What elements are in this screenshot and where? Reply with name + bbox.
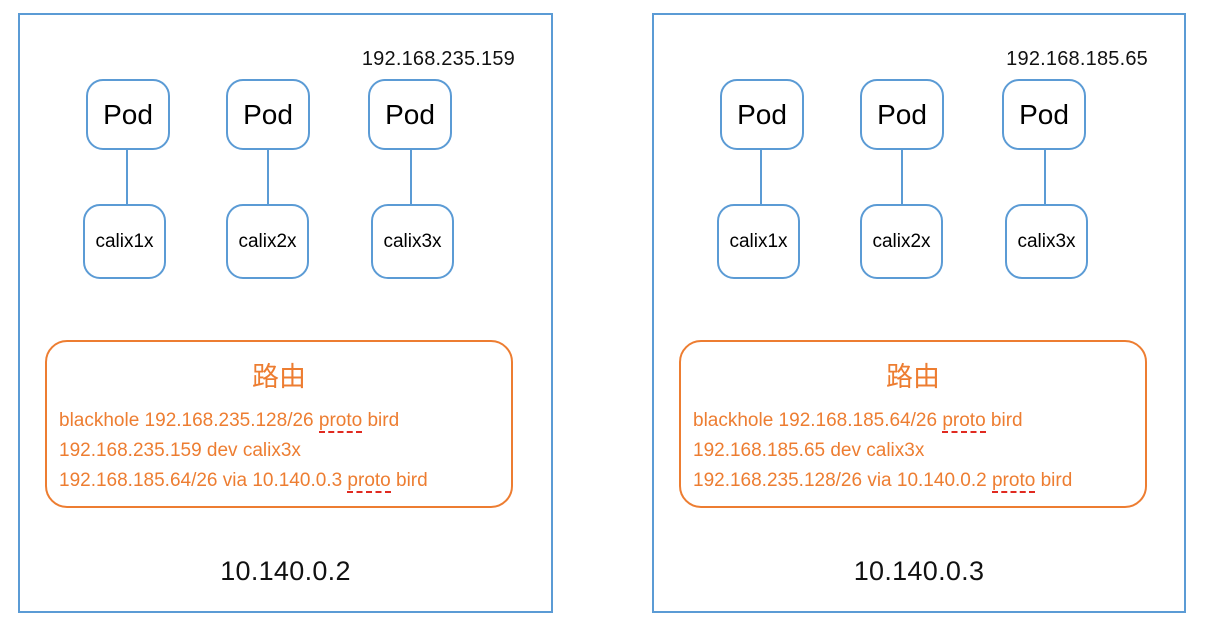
pod-ip-label: 192.168.235.159 xyxy=(361,48,515,70)
calico-interface-box: calix3x xyxy=(1005,204,1088,279)
pod-interface-connector xyxy=(267,150,269,205)
route-entry: 192.168.185.64/26 via 10.140.0.3 proto b… xyxy=(59,470,428,493)
node-box-2: 192.168.185.65 Pod Pod Pod calix1x calix… xyxy=(652,13,1186,613)
interface-label: calix1x xyxy=(729,230,788,252)
route-table: 路由 blackhole 192.168.235.128/26 proto bi… xyxy=(45,340,513,508)
pod-box: Pod xyxy=(860,79,944,150)
route-entry: 192.168.235.128/26 via 10.140.0.2 proto … xyxy=(693,470,1073,493)
misspelled-word: proto xyxy=(347,470,391,493)
calico-interface-box: calix3x xyxy=(371,204,454,279)
misspelled-word: proto xyxy=(991,470,1036,493)
calico-interface-box: calix1x xyxy=(717,204,800,279)
pod-label: Pod xyxy=(103,98,153,130)
route-entries: blackhole 192.168.235.128/26 proto bird … xyxy=(59,406,499,496)
route-table-title: 路由 xyxy=(886,362,940,392)
node-ip-label: 10.140.0.3 xyxy=(853,556,985,586)
route-entries: blackhole 192.168.185.64/26 proto bird 1… xyxy=(693,406,1133,496)
interface-label: calix3x xyxy=(1017,230,1076,252)
calico-interface-box: calix2x xyxy=(860,204,943,279)
pod-interface-connector xyxy=(760,150,762,205)
route-table-title: 路由 xyxy=(252,362,306,392)
pod-box: Pod xyxy=(1002,79,1086,150)
pod-label: Pod xyxy=(737,98,787,130)
pod-label: Pod xyxy=(385,98,435,130)
pod-interface-connector xyxy=(1044,150,1046,205)
interface-label: calix2x xyxy=(872,230,931,252)
interface-label: calix3x xyxy=(383,230,442,252)
misspelled-word: proto xyxy=(318,410,363,433)
node-ip-label: 10.140.0.2 xyxy=(220,556,351,586)
route-entry: blackhole 192.168.185.64/26 proto bird xyxy=(693,410,1023,433)
route-entry: blackhole 192.168.235.128/26 proto bird xyxy=(59,410,400,433)
pod-ip-label: 192.168.185.65 xyxy=(1006,48,1148,70)
interface-label: calix2x xyxy=(238,230,297,252)
pod-label: Pod xyxy=(877,98,927,130)
route-entry: 192.168.185.65 dev calix3x xyxy=(693,440,925,461)
pod-label: Pod xyxy=(243,98,293,130)
pod-box: Pod xyxy=(86,79,170,150)
calico-interface-box: calix1x xyxy=(83,204,166,279)
pod-box: Pod xyxy=(720,79,804,150)
pod-interface-connector xyxy=(901,150,903,205)
pod-box: Pod xyxy=(226,79,310,150)
misspelled-word: proto xyxy=(942,410,986,433)
calico-interface-box: calix2x xyxy=(226,204,309,279)
pod-interface-connector xyxy=(410,150,412,205)
node-box-1: 192.168.235.159 Pod Pod Pod calix1x cali… xyxy=(18,13,553,613)
route-entry: 192.168.235.159 dev calix3x xyxy=(59,440,301,461)
pod-label: Pod xyxy=(1019,98,1069,130)
route-table: 路由 blackhole 192.168.185.64/26 proto bir… xyxy=(679,340,1147,508)
interface-label: calix1x xyxy=(95,230,154,252)
pod-box: Pod xyxy=(368,79,452,150)
pod-interface-connector xyxy=(126,150,128,205)
